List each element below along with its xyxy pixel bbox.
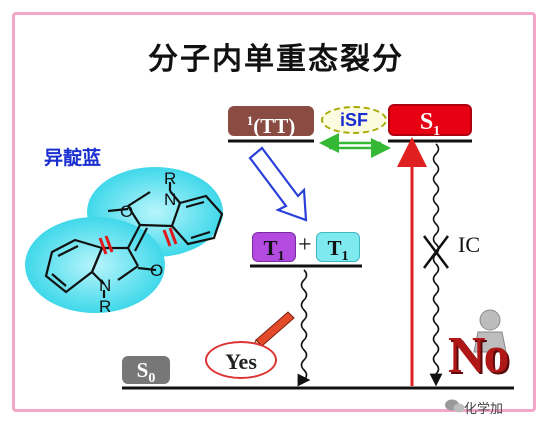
s1-label: S (419, 109, 434, 135)
t1-left-subscript: 1 (277, 249, 285, 265)
molecule-name: 异靛蓝 (44, 147, 102, 169)
tt-label: (TT) (253, 114, 296, 138)
ic-label: IC (458, 232, 480, 257)
ic-wavy-arrow (429, 143, 443, 387)
t1-right-subscript: 1 (341, 249, 349, 265)
t1-left-label: T (263, 236, 278, 260)
plus-sign: + (298, 232, 312, 258)
t1-decay-wavy-arrow (299, 269, 314, 385)
watermark-text: 化学加 (464, 402, 504, 417)
wechat-icon (445, 399, 465, 413)
state-s1: S1 (388, 104, 472, 139)
cross-mark-icon (423, 235, 449, 269)
state-t1-right: T1 (316, 232, 360, 265)
yes-badge: Yes (205, 341, 277, 379)
atom-o-top: O (120, 202, 133, 221)
diagram-title: 分子内单重态裂分 (148, 42, 404, 77)
state-triplet-pair: 1(TT) (228, 106, 314, 138)
atom-r-bottom: R (99, 297, 111, 316)
transfer-arrow (248, 146, 308, 222)
atom-n-top: N (164, 190, 176, 209)
isoindigo-structure (44, 182, 224, 298)
atom-r-top: R (164, 169, 176, 188)
person-icon (473, 309, 507, 353)
state-s0: S0 (122, 356, 170, 387)
atom-o-bottom: O (150, 261, 163, 280)
no-badge: No (448, 327, 510, 384)
s1-subscript: 1 (433, 123, 441, 139)
s0-subscript: 0 (148, 371, 156, 387)
state-t1-left: T1 (252, 232, 296, 265)
t1-right-label: T (327, 236, 342, 260)
bond-highlight-marks (98, 227, 178, 255)
isf-label: iSF (321, 106, 387, 134)
atom-n-bottom: N (99, 276, 111, 295)
s0-label: S (136, 358, 149, 382)
tt-superscript: 1 (246, 113, 254, 128)
